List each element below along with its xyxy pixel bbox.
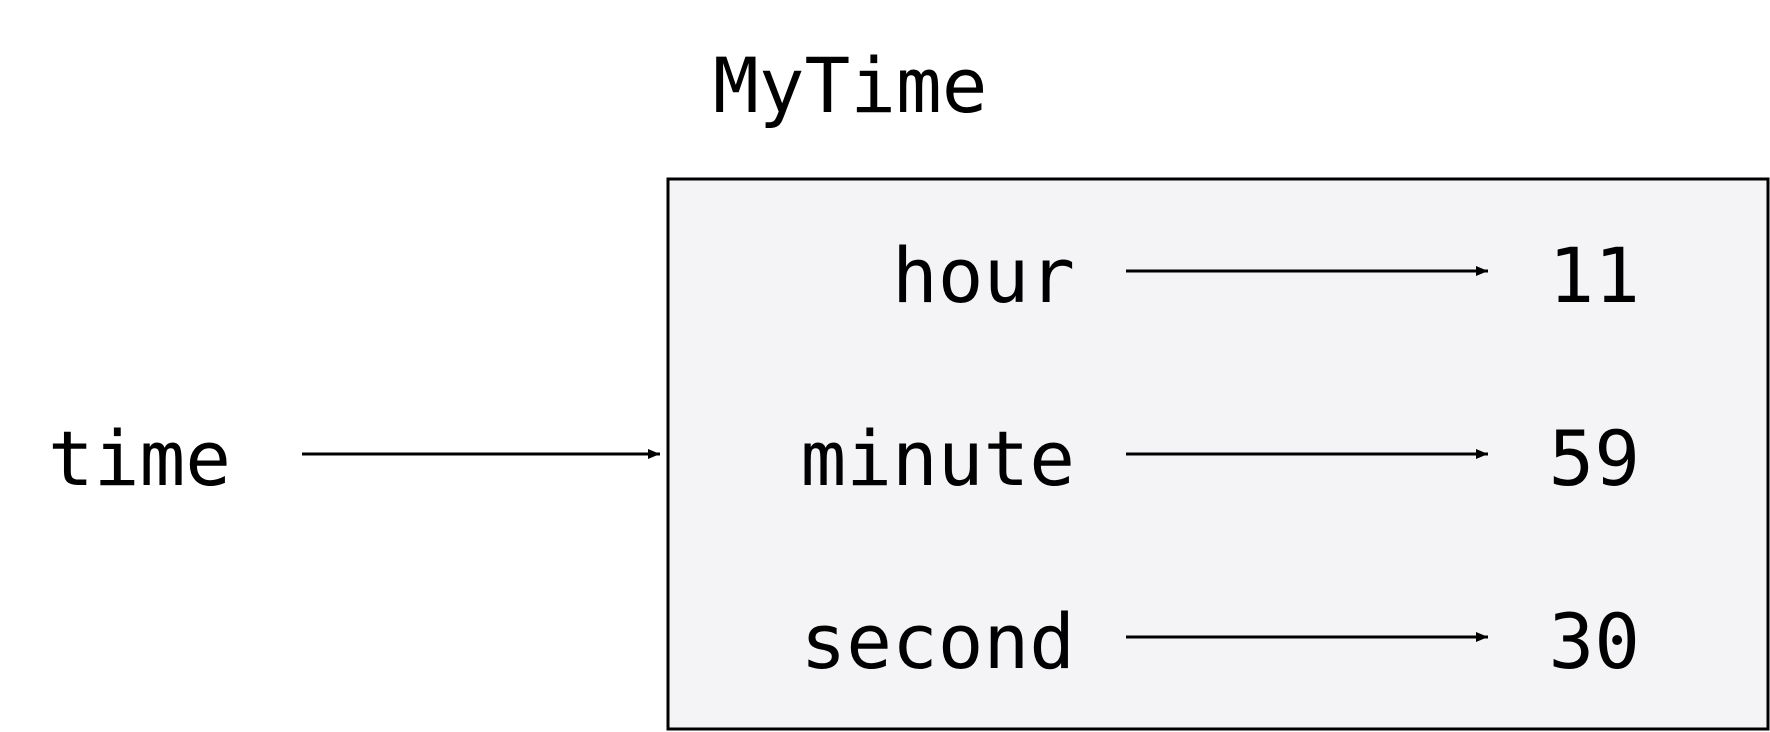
field-name-second: second [800, 597, 1075, 686]
field-value-hour: 11 [1548, 231, 1640, 320]
field-name-minute: minute [800, 414, 1075, 503]
class-name-label: MyTime [713, 41, 988, 130]
variable-name-label: time [48, 414, 231, 503]
field-value-minute: 59 [1548, 414, 1640, 503]
field-name-hour: hour [892, 231, 1075, 320]
field-value-second: 30 [1548, 597, 1640, 686]
